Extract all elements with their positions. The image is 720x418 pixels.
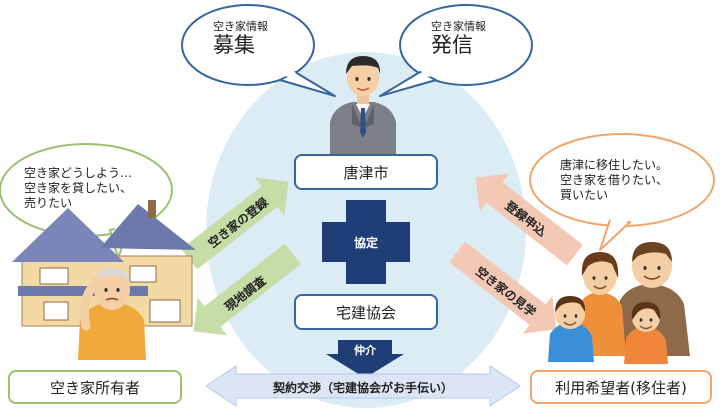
mediation-arrow (326, 340, 404, 378)
recruit-bubble-line2: 募集 (213, 33, 255, 57)
send-bubble (379, 4, 533, 97)
migrant-bubble-line: 空き家を借りたい、 (560, 173, 669, 187)
send-bubble-line2: 発信 (431, 33, 473, 57)
family-illustration (548, 242, 690, 364)
send-bubble-line1: 空き家情報 (431, 20, 486, 33)
owner-bubble-line: 空き家を貸したい、 (24, 181, 133, 195)
migrant-speech-bubble (529, 133, 715, 251)
send-bubble-text: 空き家情報 発信 (431, 20, 486, 57)
recruit-bubble-line1: 空き家情報 (213, 20, 268, 33)
owner-bubble-line: 売りたい (24, 196, 73, 210)
mediation-label: 仲介 (354, 344, 376, 357)
city-official-figure (330, 56, 396, 154)
migrant-bubble-text: 唐津に移住したい。 空き家を借りたい、 買いたい (560, 158, 668, 203)
realty-association-box: 宅建協会 (294, 294, 438, 330)
negotiation-arrow (205, 365, 521, 407)
owner-register-arrow (181, 177, 289, 270)
recruit-bubble-text: 空き家情報 募集 (213, 20, 268, 57)
apply-register-arrow (475, 173, 583, 266)
owner-box: 空き家所有者 (8, 370, 182, 404)
agreement-label: 協定 (353, 236, 378, 250)
owner-figure (78, 268, 146, 360)
city-box: 唐津市 (294, 154, 438, 190)
migrant-box: 利用希望者(移住者) (530, 370, 712, 404)
negotiation-label: 契約交渉（宅建協会がお手伝い） (272, 381, 453, 395)
owner-bubble-text: 空き家どうしよう… 空き家を貸したい、 売りたい (24, 166, 132, 211)
owner-bubble-line: 空き家どうしよう… (24, 166, 133, 180)
agreement-cross (322, 200, 410, 284)
viewing-arrow (449, 241, 557, 334)
migrant-bubble-line: 唐津に移住したい。 (560, 158, 669, 172)
site-survey-arrow (193, 243, 301, 336)
recruit-bubble (181, 4, 336, 97)
migrant-bubble-line: 買いたい (560, 188, 609, 202)
